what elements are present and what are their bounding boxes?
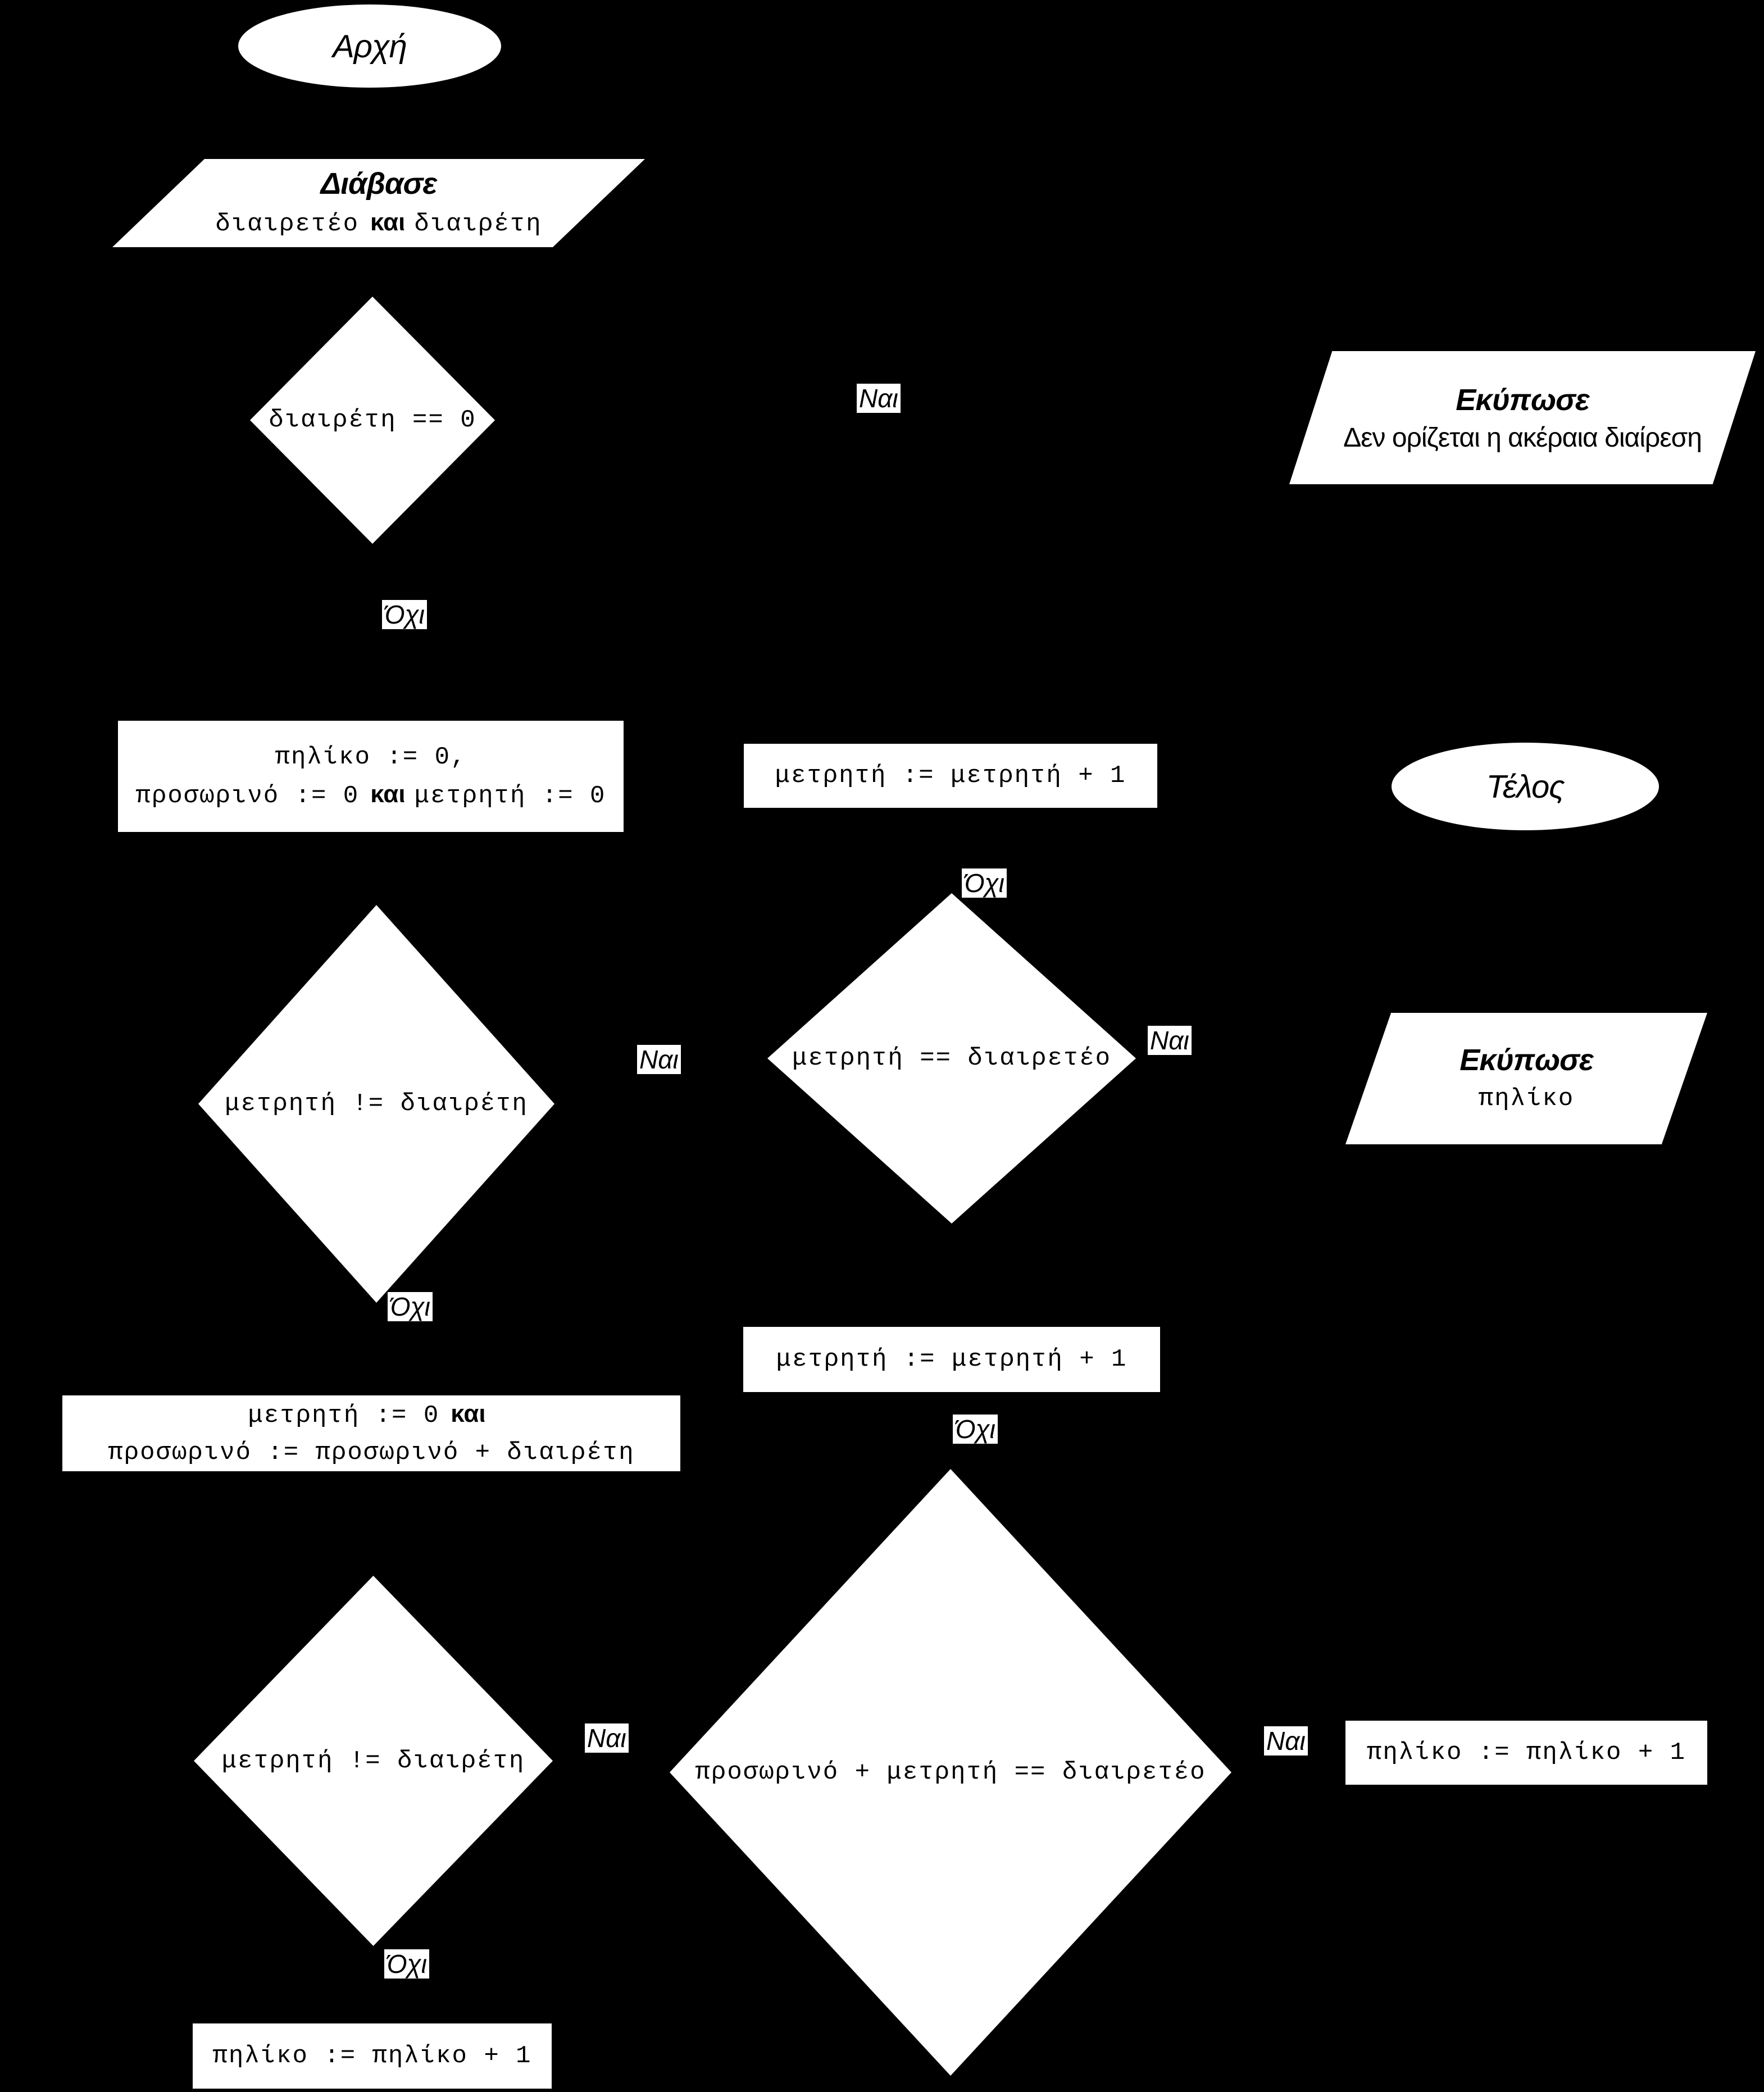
init-conjunction: και (370, 780, 406, 808)
edge-label-no-loop2: Όχι (384, 1949, 429, 1979)
decision-divisor-equals-zero: διαιρέτη == 0 (250, 297, 495, 544)
init-line2: προσωρινό := 0 και μετρητή := 0 (136, 776, 606, 815)
process-initialize-variables: πηλίκο := 0, προσωρινό := 0 και μετρητή :=… (118, 721, 624, 832)
print-quotient-title: Εκύπωσε (1460, 1043, 1593, 1077)
print-quotient-parallelogram: Εκύπωσε πηλίκο (1345, 1013, 1707, 1144)
increment-quotient-bottom-statement: πηλίκο := πηλίκο + 1 (212, 2042, 532, 2070)
init-counter-assign: μετρητή := 0 (414, 781, 606, 810)
edge-label-no-loop1: Όχι (388, 1292, 433, 1321)
print-undefined-title: Εκύπωσε (1456, 383, 1589, 417)
reset-conjunction: και (451, 1400, 486, 1427)
decision-counter-not-equal-divisor-2-condition: μετρητή != διαιρέτη (221, 1747, 525, 1775)
edge-label-yes-counter-equals-dividend: Ναι (1148, 1026, 1192, 1055)
edge-label-no-counter-equals-dividend: Όχι (962, 868, 1007, 898)
print-undefined-parallelogram: Εκύπωσε Δεν ορίζεται η ακέραια διαίρεση (1289, 351, 1756, 484)
increment-counter-2-statement: μετρητή := μετρητή + 1 (776, 1345, 1127, 1374)
read-var-dividend: διαιρετέο (215, 210, 360, 239)
increment-quotient-right-statement: πηλίκο := πηλίκο + 1 (1366, 1739, 1686, 1767)
init-line1: πηλίκο := 0, (275, 743, 467, 771)
decision-divisor-equals-zero-condition: διαιρέτη == 0 (269, 406, 476, 434)
init-temp-assign: προσωρινό := 0 (135, 781, 360, 810)
read-variables: διαιρετέο και διαιρέτη (215, 204, 542, 243)
decision-sum-equals-dividend-condition: προσωρινό + μετρητή == διαιρετέο (695, 1758, 1206, 1786)
read-conjunction: και (370, 208, 406, 237)
end-label: Τέλος (1486, 768, 1565, 805)
process-increment-counter-1: μετρητή := μετρητή + 1 (744, 744, 1157, 808)
edge-label-yes-divisor-zero: Ναι (857, 384, 901, 413)
edge-label-yes-loop1: Ναι (637, 1045, 681, 1074)
read-var-divisor: διαιρέτη (414, 210, 542, 239)
print-quotient-variable: πηλίκο (1478, 1085, 1575, 1113)
edge-label-yes-loop2: Ναι (585, 1723, 629, 1753)
end-terminator: Τέλος (1392, 743, 1659, 830)
start-label: Αρχή (333, 28, 407, 65)
decision-counter-equals-dividend: μετρητή == διαιρετέο (767, 893, 1136, 1224)
decision-counter-not-equal-divisor-2: μετρητή != διαιρέτη (194, 1576, 553, 1946)
decision-counter-equals-dividend-condition: μετρητή == διαιρετέο (792, 1044, 1112, 1072)
process-increment-counter-2: μετρητή := μετρητή + 1 (743, 1327, 1160, 1392)
increment-counter-1-statement: μετρητή := μετρητή + 1 (775, 762, 1126, 790)
reset-line1: μετρητή := 0 και (248, 1395, 494, 1434)
reset-line2: προσωρινό := προσωρινό + διαιρέτη (108, 1439, 635, 1467)
decision-counter-not-equal-divisor-1: μετρητή != διαιρέτη (198, 905, 554, 1303)
decision-counter-not-equal-divisor-1-condition: μετρητή != διαιρέτη (225, 1090, 528, 1118)
edge-label-no-sum-equals-dividend: Όχι (953, 1415, 998, 1444)
edge-label-no-divisor-zero: Όχι (382, 600, 427, 629)
edge-label-yes-sum-equals-dividend: Ναι (1264, 1726, 1308, 1756)
process-increment-quotient-bottom: πηλίκο := πηλίκο + 1 (193, 2023, 552, 2089)
print-undefined-message: Δεν ορίζεται η ακέραια διαίρεση (1343, 422, 1702, 453)
process-increment-quotient-right: πηλίκο := πηλίκο + 1 (1345, 1721, 1707, 1785)
read-input-parallelogram: Διάβασε διαιρετέο και διαιρέτη (112, 159, 645, 247)
process-reset-counter-and-accumulate: μετρητή := 0 και προσωρινό := προσωρινό +… (62, 1395, 680, 1471)
read-title: Διάβασε (320, 166, 437, 201)
start-terminator: Αρχή (238, 4, 501, 88)
reset-counter-assign: μετρητή := 0 (248, 1402, 440, 1430)
decision-sum-equals-dividend: προσωρινό + μετρητή == διαιρετέο (670, 1469, 1231, 2076)
